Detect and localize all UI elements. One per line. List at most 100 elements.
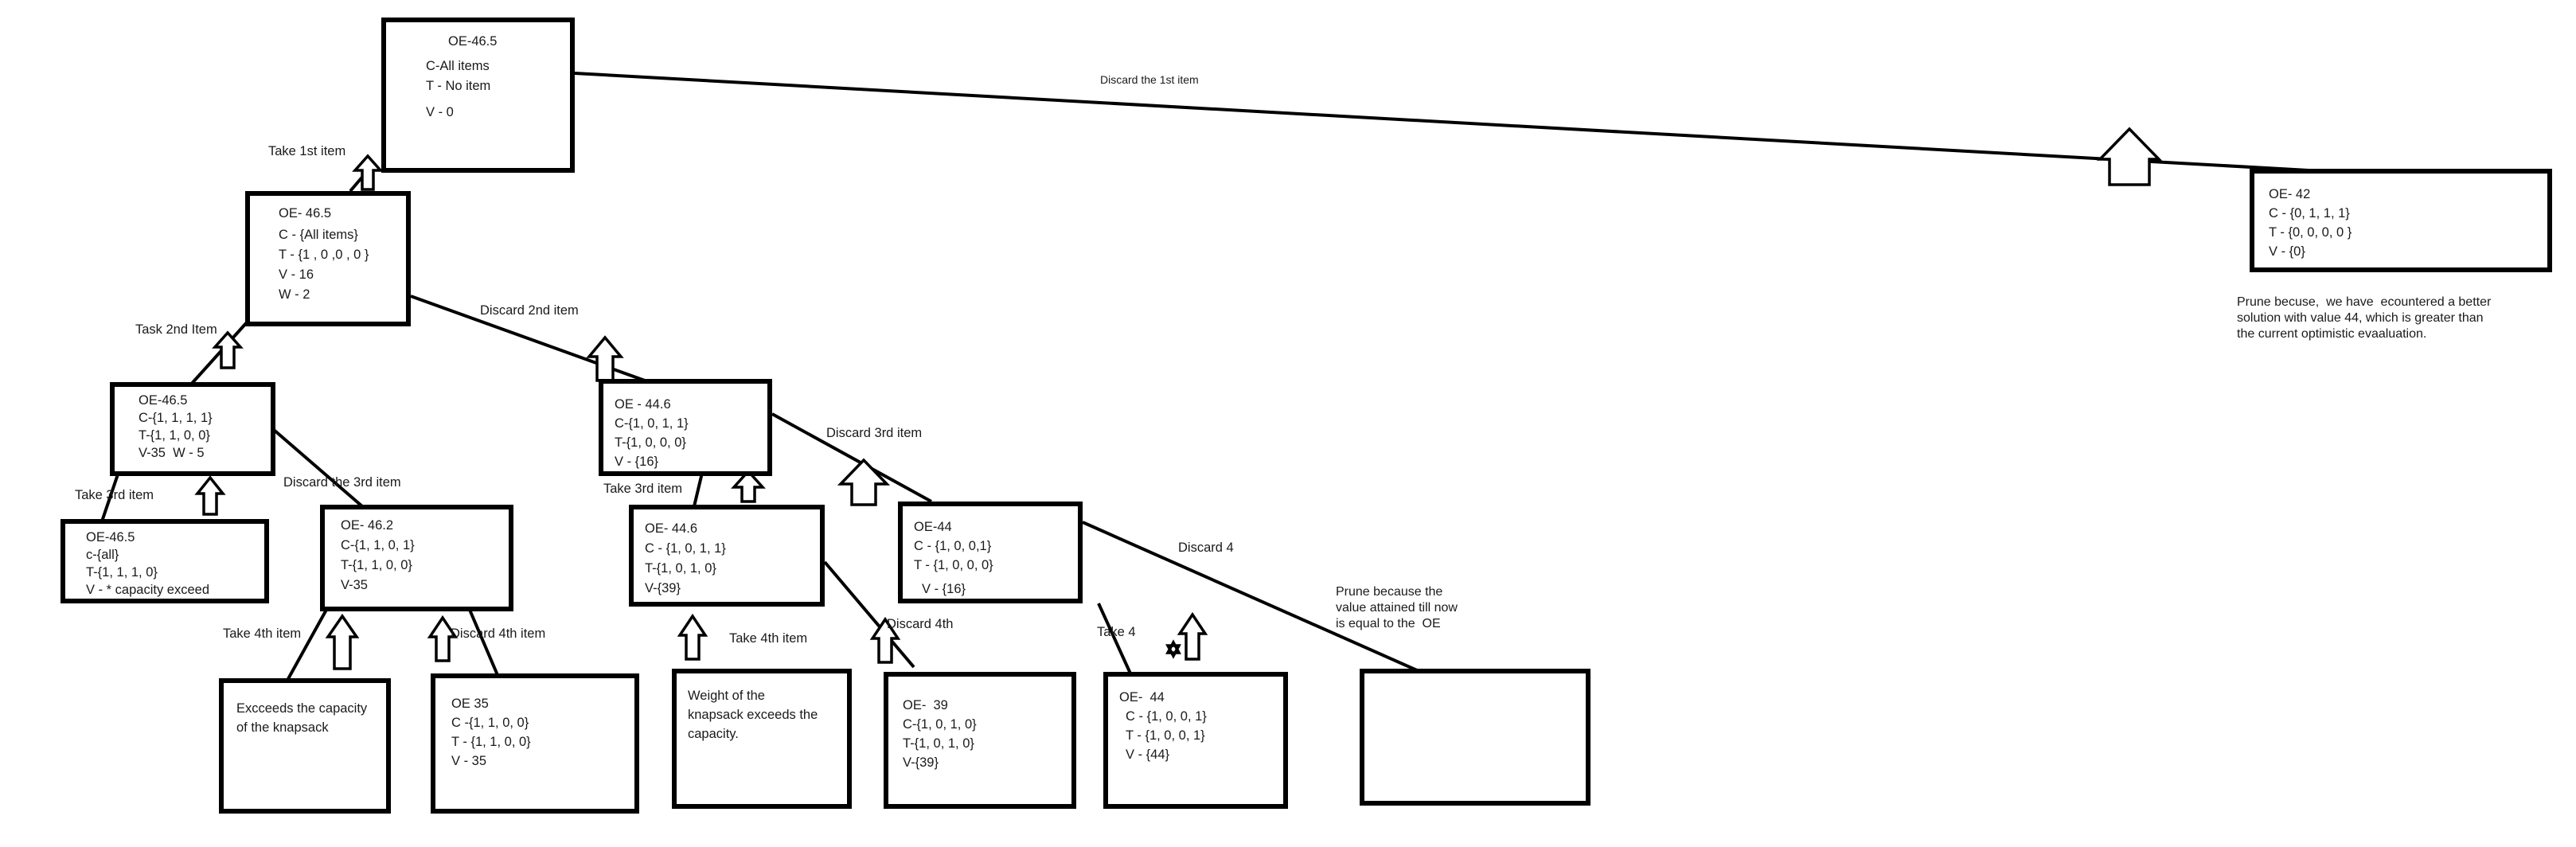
node-value: V-35 bbox=[341, 578, 368, 592]
node-oe: OE- 39 bbox=[903, 698, 948, 712]
node-taken: T - {1 , 0 ,0 , 0 } bbox=[279, 248, 369, 262]
node-taken: T - {1, 0, 0, 0} bbox=[914, 558, 993, 572]
arrow-up-icon bbox=[1177, 611, 1208, 661]
edge-label-take-4th-b: Take 4th item bbox=[729, 631, 808, 646]
node-discard-3rd-a: OE- 46.2 C-{1, 1, 0, 1} T-{1, 1, 0, 0} V… bbox=[320, 505, 513, 611]
node-value: V - {44} bbox=[1126, 747, 1170, 762]
edge-n11-n13 bbox=[1082, 521, 1418, 672]
node-candidates: C-{1, 0, 1, 0} bbox=[903, 717, 977, 732]
arrow-up-icon bbox=[586, 335, 624, 382]
node-oe: OE-44 bbox=[914, 520, 952, 534]
node-candidates: C-{1, 1, 0, 1} bbox=[341, 538, 415, 552]
node-take-4th-b: Weight of the knapsack exceeds the capac… bbox=[672, 669, 852, 809]
prune-better-solution-note: Prune becuse, we have ecountered a bette… bbox=[2237, 295, 2492, 341]
arrow-up-icon bbox=[325, 613, 360, 670]
node-candidates: C - {1, 0, 0, 1} bbox=[1126, 709, 1207, 724]
edge-n7-n11 bbox=[771, 412, 932, 503]
edge-n1-n2 bbox=[188, 321, 248, 388]
node-take-2nd: OE-46.5 C-{1, 1, 1, 1} T-{1, 1, 0, 0} V-… bbox=[110, 382, 275, 476]
node-oe: OE- 46.5 bbox=[279, 206, 332, 221]
arrow-up-icon bbox=[677, 613, 708, 661]
edge-n8-n10 bbox=[823, 560, 915, 669]
star-icon bbox=[1165, 639, 1181, 659]
node-taken: T-{1, 1, 1, 0} bbox=[86, 565, 158, 580]
node-oe: OE 35 bbox=[451, 697, 489, 711]
node-oe: OE - 44.6 bbox=[615, 397, 671, 412]
arrow-up-icon bbox=[869, 616, 901, 664]
node-taken: T-{1, 1, 0, 0} bbox=[341, 558, 412, 572]
edge-label-discard-4th-b: Discard 4th bbox=[887, 617, 954, 631]
arrow-up-icon bbox=[427, 615, 459, 662]
edge-label-discard-3rd-a: Discard the 3rd item bbox=[283, 475, 401, 490]
node-oe: OE- 44.6 bbox=[645, 521, 698, 536]
node-discard-4th-b: OE- 39 C-{1, 0, 1, 0} T-{1, 0, 1, 0} V-{… bbox=[884, 672, 1076, 809]
edge-label-take-3rd-b: Take 3rd item bbox=[603, 482, 683, 496]
node-candidates: C-{1, 0, 1, 1} bbox=[615, 416, 689, 431]
node-value: V-{39} bbox=[903, 755, 939, 770]
node-root: OE-46.5 C-All items T - No item V - 0 bbox=[381, 18, 575, 173]
edge-n7-n8 bbox=[693, 472, 704, 507]
arrow-up-icon bbox=[2096, 127, 2163, 186]
edge-label-discard-3rd-b: Discard 3rd item bbox=[826, 426, 923, 440]
node-oe: OE-46.5 bbox=[86, 530, 135, 544]
arrow-up-icon bbox=[212, 330, 244, 369]
node-candidates: C - {1, 0, 0,1} bbox=[914, 539, 992, 553]
node-candidates: c-{all} bbox=[86, 548, 119, 562]
edge-label-task-2nd: Task 2nd Item bbox=[135, 322, 217, 337]
node-candidates: C - {1, 0, 1, 1} bbox=[645, 541, 726, 556]
node-value: V - 35 bbox=[451, 754, 487, 768]
node-value: V - * capacity exceed bbox=[86, 583, 209, 597]
node-value: V - {0} bbox=[2269, 244, 2305, 259]
edge-n4-n5 bbox=[283, 609, 328, 685]
edge-n2-n4 bbox=[272, 428, 364, 508]
node-oe: OE-46.5 bbox=[139, 393, 188, 408]
node-taken: T-{1, 1, 0, 0} bbox=[139, 428, 210, 443]
edge-n2-n3 bbox=[100, 469, 121, 522]
edge-label-take-1st: Take 1st item bbox=[268, 144, 346, 158]
edge-label-discard-4th-a: Discard 4th item bbox=[451, 626, 546, 641]
arrow-up-icon bbox=[731, 469, 766, 503]
arrow-up-icon bbox=[194, 475, 226, 516]
node-candidates: C-All items bbox=[426, 59, 490, 73]
node-weight: W - 2 bbox=[279, 287, 310, 302]
node-value: V-{39} bbox=[645, 581, 681, 595]
node-taken: T - {1, 1, 0, 0} bbox=[451, 735, 531, 749]
node-take-4: OE- 44 C - {1, 0, 0, 1} T - {1, 0, 0, 1}… bbox=[1103, 672, 1288, 809]
node-take-4th-a: Excceeds the capacity of the knapsack bbox=[219, 678, 391, 814]
node-candidates: C - {All items} bbox=[279, 228, 358, 242]
node-note: Weight of the knapsack exceeds the capac… bbox=[688, 689, 818, 741]
node-value: V - 0 bbox=[426, 105, 454, 119]
node-taken: T-{1, 0, 1, 0} bbox=[645, 561, 716, 576]
node-oe: OE- 42 bbox=[2269, 187, 2311, 201]
node-taken: T-{1, 0, 0, 0} bbox=[615, 435, 686, 450]
edge-label-discard-2nd: Discard 2nd item bbox=[480, 303, 579, 318]
node-taken: T - {0, 0, 0, 0 } bbox=[2269, 225, 2352, 240]
node-candidates: C-{1, 1, 1, 1} bbox=[139, 411, 213, 425]
node-value: V - {16} bbox=[615, 455, 659, 469]
node-note: Excceeds the capacity of the knapsack bbox=[236, 701, 368, 735]
arrow-up-icon bbox=[837, 458, 891, 506]
node-oe: OE- 46.2 bbox=[341, 518, 394, 533]
node-taken: T - No item bbox=[426, 79, 491, 93]
node-discard-3rd-b: OE-44 C - {1, 0, 0,1} T - {1, 0, 0, 0} V… bbox=[898, 502, 1083, 603]
arrow-up-icon bbox=[352, 154, 384, 191]
node-discard-4 bbox=[1360, 669, 1590, 806]
node-taken: T-{1, 0, 1, 0} bbox=[903, 736, 974, 751]
node-discard-4th-a: OE 35 C -{1, 1, 0, 0} T - {1, 1, 0, 0} V… bbox=[431, 673, 639, 814]
edge-label-take-4th-a: Take 4th item bbox=[223, 626, 302, 641]
node-discard-1st: OE- 42 C - {0, 1, 1, 1} T - {0, 0, 0, 0 … bbox=[2250, 169, 2552, 272]
edge-n4-n6 bbox=[468, 609, 499, 676]
node-candidates: C -{1, 1, 0, 0} bbox=[451, 716, 529, 730]
node-take-3rd-a: OE-46.5 c-{all} T-{1, 1, 1, 0} V - * cap… bbox=[60, 519, 269, 603]
node-value: V - {16} bbox=[922, 582, 966, 596]
node-take-1st: OE- 46.5 C - {All items} T - {1 , 0 ,0 ,… bbox=[245, 191, 411, 326]
node-candidates: C - {0, 1, 1, 1} bbox=[2269, 206, 2350, 221]
node-oe: OE-46.5 bbox=[448, 34, 498, 49]
node-value-weight: V-35 W - 5 bbox=[139, 446, 205, 460]
prune-equal-oe-note: Prune because the value attained till no… bbox=[1336, 585, 1458, 630]
node-discard-2nd: OE - 44.6 C-{1, 0, 1, 1} T-{1, 0, 0, 0} … bbox=[599, 379, 772, 476]
node-value: V - 16 bbox=[279, 267, 314, 282]
node-oe: OE- 44 bbox=[1119, 690, 1165, 705]
